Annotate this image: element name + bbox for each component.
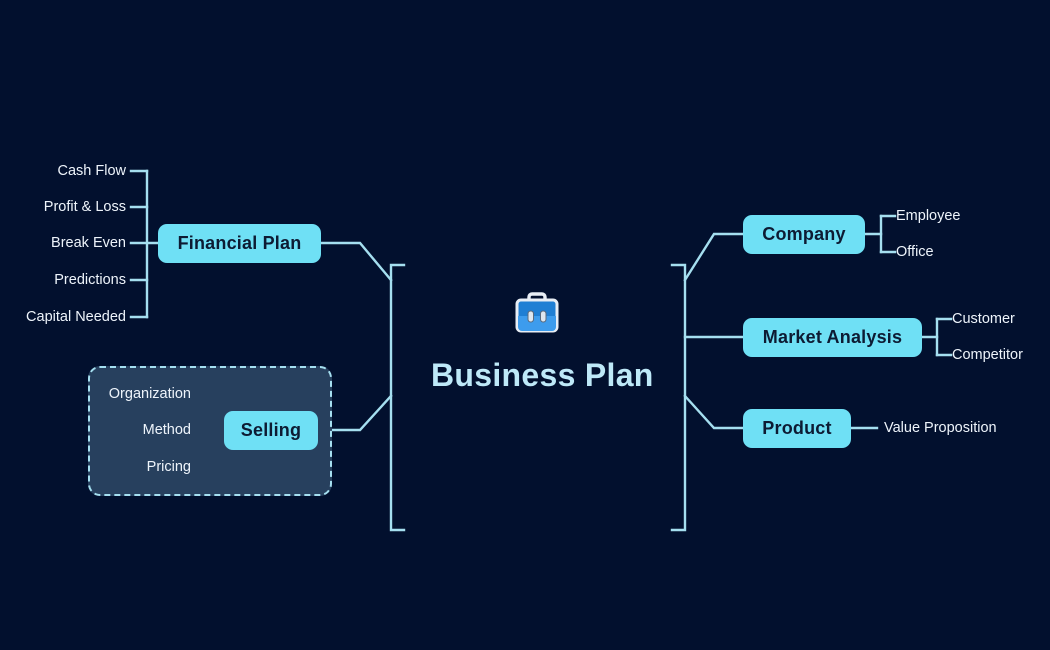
leaf-profit-loss[interactable]: Profit & Loss bbox=[43, 199, 126, 215]
briefcase-icon bbox=[512, 290, 562, 336]
wire-right-bracket bbox=[670, 263, 687, 532]
leaf-cash-flow[interactable]: Cash Flow bbox=[57, 163, 127, 179]
leaf-value-proposition[interactable]: Value Proposition bbox=[884, 420, 997, 436]
node-selling[interactable]: Selling bbox=[224, 411, 318, 450]
leaf-predictions[interactable]: Predictions bbox=[54, 272, 126, 288]
node-financial-plan[interactable]: Financial Plan bbox=[158, 224, 321, 263]
node-market-analysis[interactable]: Market Analysis bbox=[743, 318, 922, 357]
center-title: Business Plan bbox=[431, 357, 654, 393]
node-company[interactable]: Company bbox=[743, 215, 865, 254]
wire-right-to-product bbox=[683, 394, 746, 430]
leaf-capital-needed[interactable]: Capital Needed bbox=[26, 309, 126, 325]
leaf-break-even[interactable]: Break Even bbox=[51, 235, 126, 251]
wire-left-to-financial bbox=[318, 241, 393, 282]
leaf-employee[interactable]: Employee bbox=[896, 208, 961, 224]
node-product[interactable]: Product bbox=[743, 409, 851, 448]
leaf-pricing[interactable]: Pricing bbox=[146, 459, 191, 475]
wire-right-to-company bbox=[683, 232, 746, 282]
leaf-method[interactable]: Method bbox=[142, 422, 191, 438]
leaf-competitor[interactable]: Competitor bbox=[952, 347, 1023, 363]
wire-left-bracket bbox=[389, 263, 406, 532]
leaf-office[interactable]: Office bbox=[896, 244, 934, 260]
leaf-organization[interactable]: Organization bbox=[108, 386, 191, 402]
leaf-customer[interactable]: Customer bbox=[952, 311, 1015, 327]
